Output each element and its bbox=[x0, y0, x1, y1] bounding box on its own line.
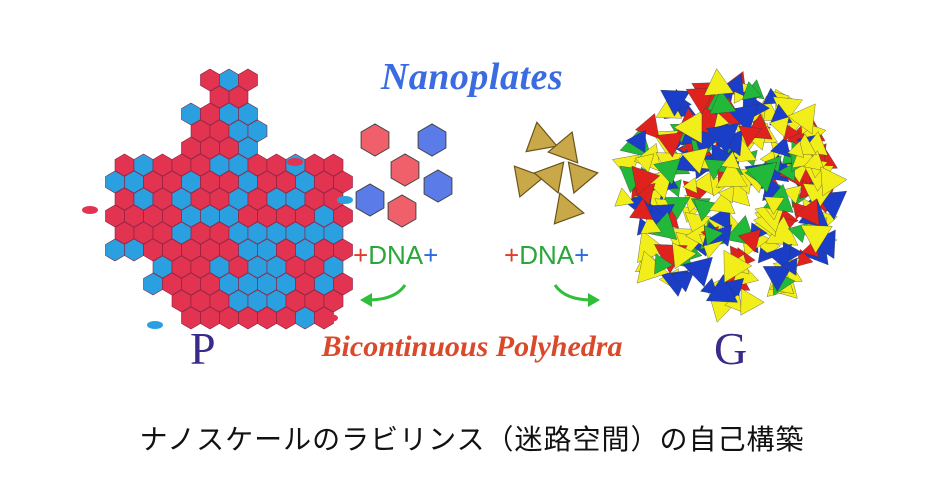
triangular-nanoplate bbox=[568, 157, 600, 193]
dna-right-plus-right: + bbox=[574, 240, 589, 270]
dna-left-plus-left: + bbox=[353, 240, 368, 270]
right-curved-arrow-icon bbox=[555, 285, 592, 300]
g-label: G bbox=[714, 322, 747, 375]
dna-left-label: +DNA+ bbox=[353, 240, 438, 271]
dna-right-plus-left: + bbox=[504, 240, 519, 270]
p-stray-plate bbox=[82, 206, 98, 214]
hexagonal-nanoplate bbox=[424, 170, 452, 202]
hexagonal-nanoplate bbox=[418, 124, 446, 156]
hexagonal-nanoplate bbox=[356, 184, 384, 216]
dna-left-word: DNA bbox=[368, 240, 423, 270]
dna-left-plus-right: + bbox=[423, 240, 438, 270]
left-arrowhead-icon bbox=[360, 293, 372, 307]
p-stray-plate bbox=[337, 196, 353, 204]
dna-right-label: +DNA+ bbox=[504, 240, 589, 271]
hexagonal-nanoplate bbox=[388, 195, 416, 227]
hexagonal-nanoplate bbox=[361, 124, 389, 156]
p-label: P bbox=[190, 322, 216, 375]
triangular-nanoplate bbox=[521, 120, 557, 152]
caption: ナノスケールのラビリンス（迷路空間）の自己構築 bbox=[0, 418, 944, 458]
p-stray-plate bbox=[147, 321, 163, 329]
dna-right-word: DNA bbox=[519, 240, 574, 270]
p-stray-plate bbox=[322, 314, 338, 322]
left-curved-arrow-icon bbox=[368, 285, 405, 300]
p-stray-plate bbox=[287, 158, 303, 166]
triangular-nanoplate bbox=[545, 188, 584, 224]
right-arrowhead-icon bbox=[588, 293, 600, 307]
hexagonal-nanoplate bbox=[391, 154, 419, 186]
